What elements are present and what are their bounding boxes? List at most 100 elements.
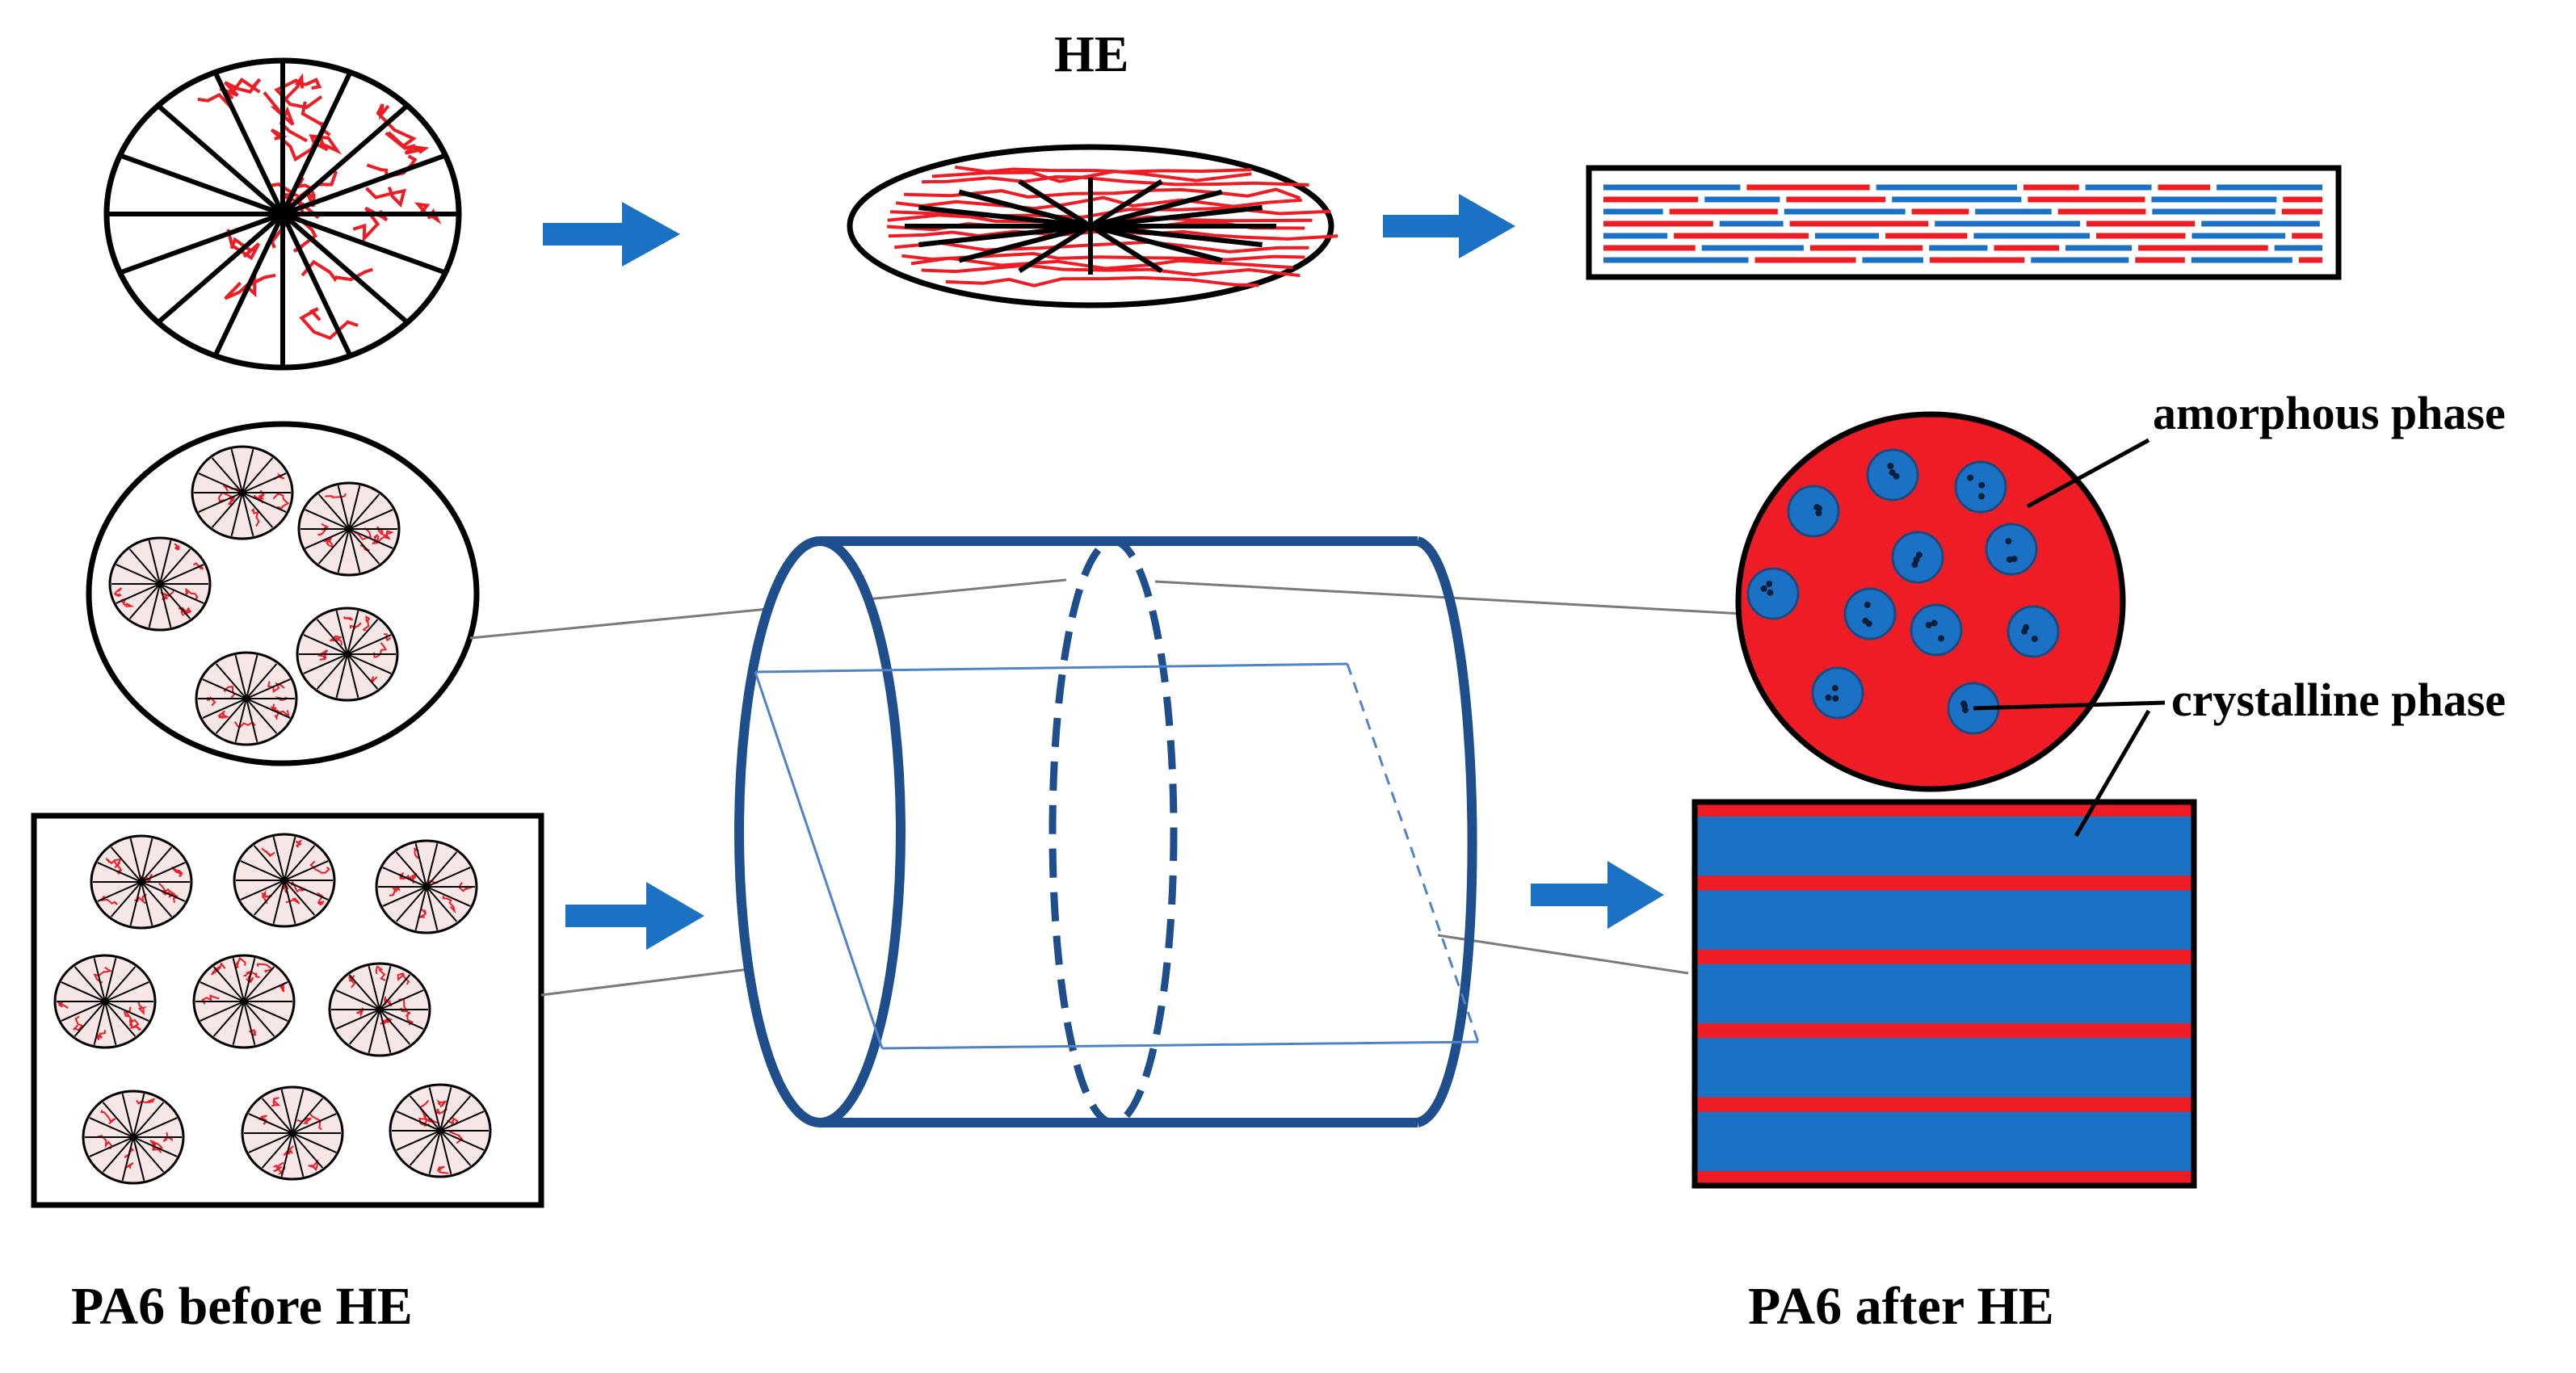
lamella-spoke <box>426 851 458 888</box>
chain-segment <box>409 872 418 884</box>
lamella-spoke <box>246 663 278 699</box>
chain-segment <box>397 972 410 985</box>
lamella-spoke <box>243 1001 288 1022</box>
chain-segment <box>222 484 242 494</box>
crystallite-dot <box>1911 561 1918 568</box>
lamella-spoke <box>141 881 186 902</box>
small-spherulite <box>53 954 157 1049</box>
lamella-spoke <box>348 528 393 549</box>
chain-segment <box>124 1161 134 1169</box>
chain-segment <box>160 590 174 601</box>
lamella-spoke <box>439 1130 485 1151</box>
crystallite-dot <box>1978 493 1985 500</box>
chain-segment <box>895 195 1302 211</box>
lamella-spoke <box>120 153 284 216</box>
lamella-spoke <box>240 880 285 901</box>
lamella-spoke <box>337 485 350 530</box>
chain-segment <box>295 839 303 848</box>
lamella-spoke <box>284 845 316 881</box>
chain-segment <box>299 307 359 340</box>
small-spherulite <box>82 1090 185 1185</box>
crystalline-band <box>1695 890 2194 950</box>
chain-segment <box>442 895 456 914</box>
chain-segment <box>158 882 172 896</box>
lamella-spoke <box>74 966 106 1002</box>
chain-segment <box>372 533 380 544</box>
lamella-spoke <box>280 1090 293 1134</box>
chain-segment <box>376 530 394 544</box>
lamella-spoke <box>292 1132 337 1153</box>
lamella-spoke <box>232 1001 245 1045</box>
lamella-spoke <box>439 1130 452 1174</box>
lamella-spoke <box>242 492 254 536</box>
crystallite <box>1985 523 2038 576</box>
lamella-spoke <box>284 880 329 901</box>
lamella-spoke <box>414 886 427 930</box>
lamella-spoke <box>284 880 316 916</box>
chain-segment <box>385 132 430 155</box>
chain-segment <box>904 187 1301 200</box>
lamella-spoke <box>335 653 348 698</box>
chain-segment <box>93 967 113 984</box>
lamella-spoke <box>348 1009 380 1045</box>
lamella-spoke <box>382 867 427 888</box>
chain-segment <box>350 622 362 629</box>
lamella-spoke <box>348 528 361 573</box>
lamella-spoke <box>141 846 173 883</box>
arrow-2 <box>1383 194 1515 258</box>
cross-section-before <box>86 421 480 766</box>
lamella-spoke <box>102 1136 134 1173</box>
crystallite-dot <box>2031 636 2038 642</box>
chain-segment <box>227 496 236 506</box>
lamella-spoke <box>439 1130 472 1166</box>
lamella-spoke <box>198 492 243 513</box>
lamella-spoke <box>280 1132 293 1177</box>
chain-segment <box>436 1099 448 1108</box>
lamella-spoke <box>230 449 243 493</box>
chain-segment <box>921 263 1301 278</box>
chain-segment <box>373 642 388 658</box>
lamella-spoke <box>348 974 380 1010</box>
lamella-spoke <box>348 509 393 530</box>
lamella-spoke <box>215 663 247 699</box>
lamella-spoke <box>104 966 137 1002</box>
chain-segment <box>123 1006 132 1018</box>
lamella-spoke <box>242 492 287 513</box>
small-spherulite <box>195 651 298 746</box>
chain-segment <box>250 507 260 527</box>
lamella-spoke <box>439 1087 452 1132</box>
lamella-spoke <box>212 1001 245 1037</box>
small-spherulite <box>233 833 336 928</box>
lamella-spoke <box>200 981 245 1002</box>
crystallite-dot <box>1825 694 1832 701</box>
lamella-spoke <box>234 655 247 699</box>
crystallite <box>1811 666 1864 720</box>
small-spherulite <box>108 536 212 632</box>
lamella-spoke <box>281 153 445 216</box>
fibril-chains <box>1603 184 2322 263</box>
spherulite-group <box>108 445 401 746</box>
lamella-spoke <box>439 1095 472 1132</box>
chain-segment <box>375 965 386 981</box>
lamella-spoke <box>141 862 186 883</box>
lamella-spoke <box>347 634 392 655</box>
chain-segment <box>263 91 308 143</box>
lamella-spoke <box>426 867 471 888</box>
lamella-spoke <box>303 634 348 655</box>
chain-segment <box>910 256 1293 271</box>
lamella-spoke <box>348 485 361 530</box>
lamella-spoke <box>261 1098 293 1134</box>
lamella-spoke <box>396 1130 441 1151</box>
small-spherulite <box>192 954 296 1049</box>
lamella-spoke <box>104 1001 137 1037</box>
lamella-spoke <box>409 1095 441 1132</box>
crystalline-phase-label: crystalline phase <box>2171 674 2507 726</box>
crystallite-dot <box>1925 621 1932 628</box>
chain-segment <box>365 187 407 208</box>
lamella-spoke <box>335 989 380 1010</box>
small-spherulite <box>389 1083 492 1178</box>
lamella-spoke <box>335 611 348 655</box>
chain-segment <box>134 893 147 905</box>
chain-segment <box>185 587 199 600</box>
lamella-spoke <box>121 1094 134 1138</box>
